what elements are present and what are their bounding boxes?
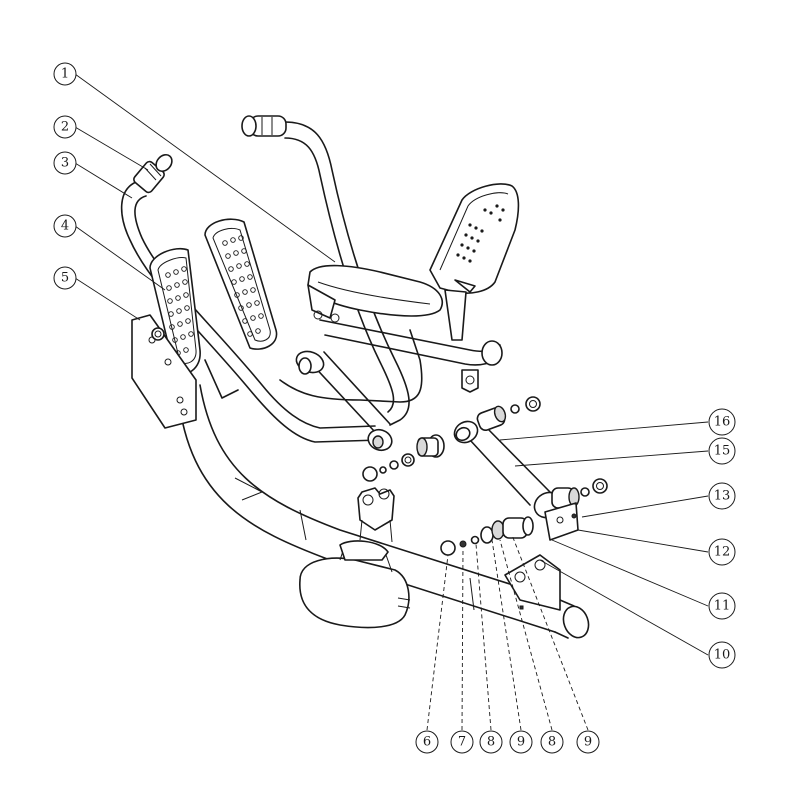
callout-13: 13	[708, 482, 736, 510]
svg-text:9: 9	[517, 735, 525, 750]
callout-8-second: 8	[540, 730, 564, 754]
lower-pedal-arm	[453, 420, 563, 519]
svg-text:6: 6	[423, 735, 431, 750]
upper-bushing-stack	[476, 396, 541, 432]
svg-text:3: 3	[61, 156, 69, 171]
front-foot	[299, 540, 411, 629]
callout-5: 5	[53, 266, 77, 290]
callout-4: 4	[53, 214, 77, 238]
svg-text:5: 5	[61, 271, 69, 286]
lower-bushing-stack	[440, 516, 534, 556]
rear-end-cap	[554, 599, 590, 639]
svg-text:12: 12	[714, 545, 731, 560]
callout-3: 3	[53, 151, 77, 175]
seat-crossbar	[279, 319, 503, 403]
callout-6: 6	[415, 730, 439, 754]
callout-9-second: 9	[576, 730, 600, 754]
callout-12: 12	[708, 538, 736, 566]
pedal-mount-plate	[131, 314, 239, 429]
fork-bracket	[357, 487, 395, 543]
callout-1: 1	[53, 62, 77, 86]
mid-frame-bracket	[504, 554, 561, 611]
svg-text:15: 15	[714, 444, 731, 459]
svg-text:7: 7	[458, 735, 466, 750]
svg-text:8: 8	[487, 735, 495, 750]
left-axle-stack	[362, 434, 445, 482]
callout-10: 10	[708, 641, 736, 669]
svg-text:4: 4	[61, 219, 69, 234]
callout-2: 2	[53, 115, 77, 139]
callout-9-first: 9	[509, 730, 533, 754]
right-pedal	[204, 218, 278, 350]
svg-text:16: 16	[714, 415, 731, 430]
svg-text:11: 11	[714, 599, 731, 614]
callout-15: 15	[708, 437, 736, 465]
callout-8-first: 8	[479, 730, 503, 754]
right-pedal-holes	[222, 235, 264, 337]
callout-7: 7	[450, 730, 474, 754]
seat-back	[429, 183, 520, 341]
svg-text:13: 13	[714, 489, 731, 504]
svg-text:9: 9	[584, 735, 592, 750]
svg-text:1: 1	[61, 67, 69, 82]
seat	[307, 264, 444, 323]
svg-text:8: 8	[548, 735, 556, 750]
upper-pedal-arm	[295, 350, 393, 452]
callout-16: 16	[708, 408, 736, 436]
seat-back-perforations	[456, 204, 505, 263]
callout-11: 11	[708, 592, 736, 620]
main-frame-tube	[177, 384, 561, 633]
svg-text:10: 10	[714, 648, 731, 663]
right-axle-stack	[544, 478, 608, 541]
svg-text:2: 2	[61, 120, 69, 135]
leader-lines	[74, 73, 709, 731]
left-pedal-holes	[165, 266, 194, 356]
